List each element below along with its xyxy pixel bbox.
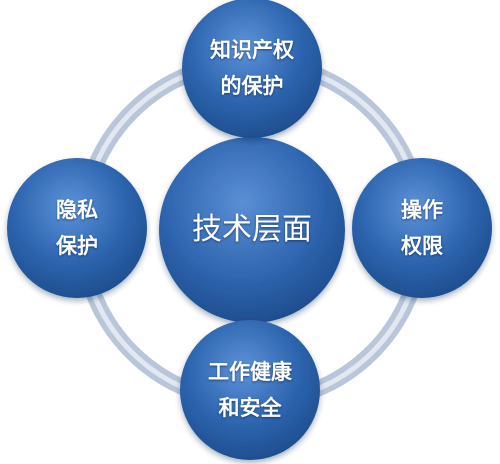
center-node [159,137,345,323]
right-node [352,158,492,298]
left-node [7,158,147,298]
top-node [182,0,322,138]
bottom-node [180,320,320,460]
